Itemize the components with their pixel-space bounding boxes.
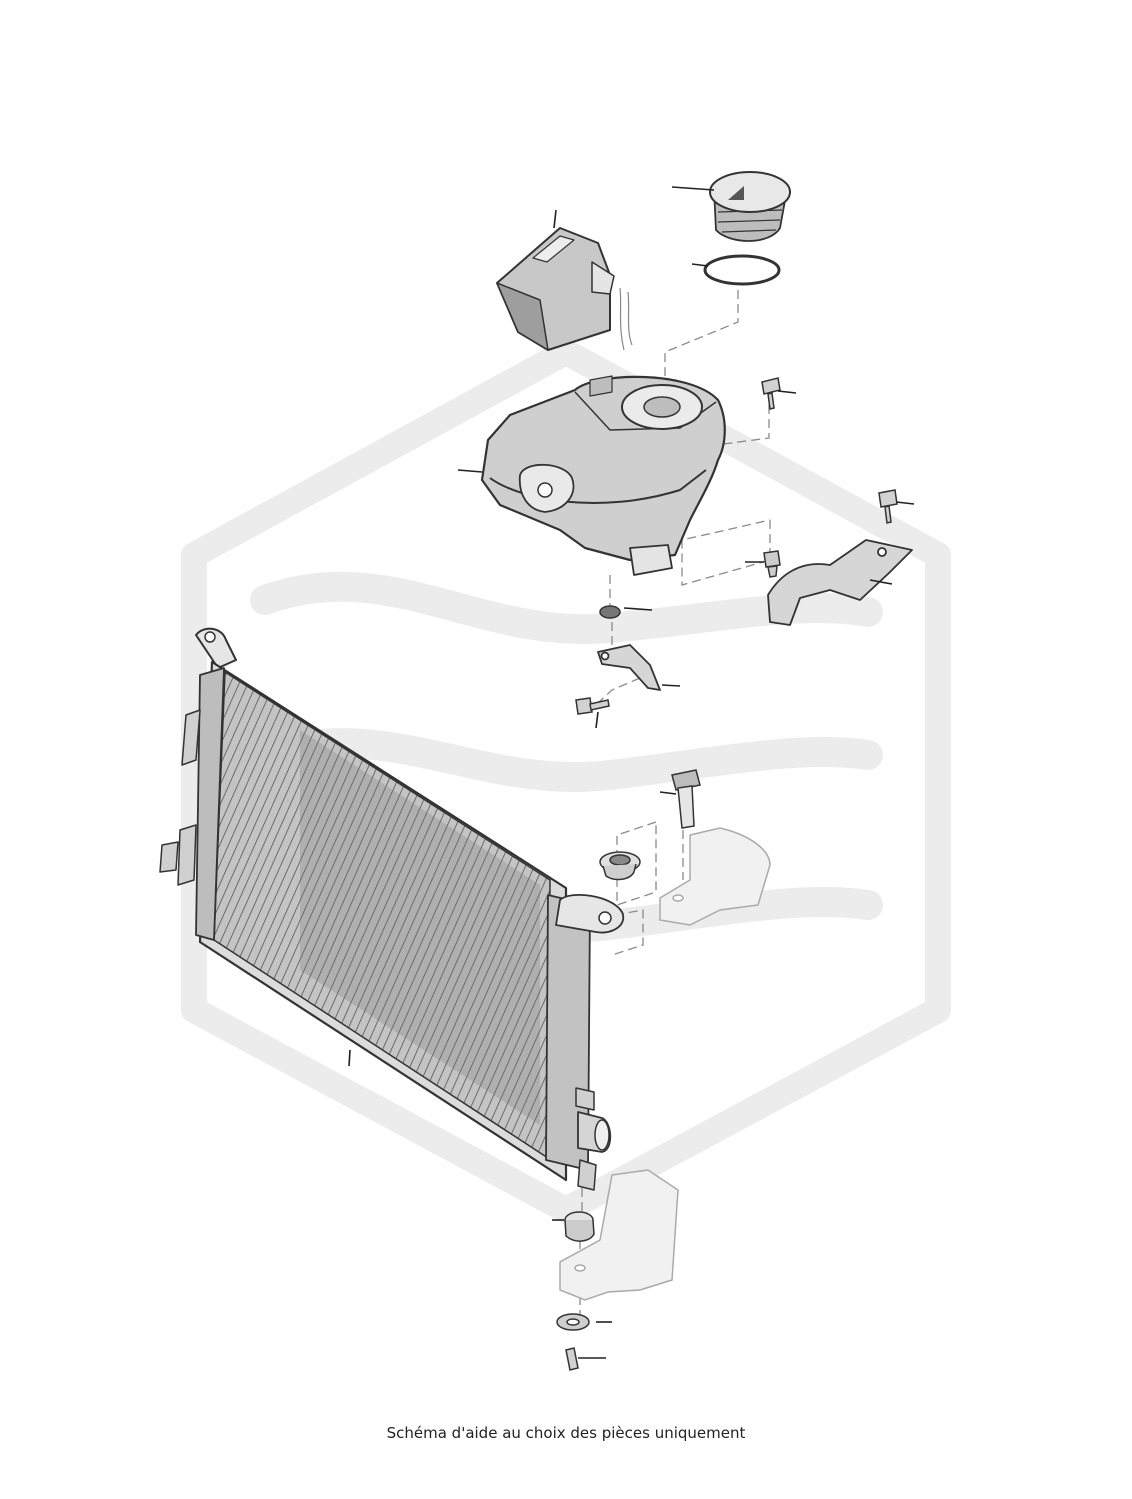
coolant-canister-icon	[496, 227, 633, 351]
callout-lines	[348, 186, 915, 1359]
bolt-icon	[565, 377, 898, 1371]
diagram-caption: Schéma d'aide au choix des pièces unique…	[386, 1424, 746, 1442]
clip-icon	[763, 550, 781, 578]
o-ring-icon	[703, 254, 781, 286]
grommet-icon	[599, 851, 641, 881]
bracket-icon	[597, 539, 913, 691]
expansion-tank-icon	[480, 375, 726, 576]
rubber-bush-icon	[556, 605, 621, 1331]
temperature-sensor-icon	[671, 769, 701, 829]
filler-cap-icon	[709, 171, 791, 242]
mount-bracket-icon	[559, 827, 771, 1301]
radiator-icon	[159, 627, 625, 1191]
